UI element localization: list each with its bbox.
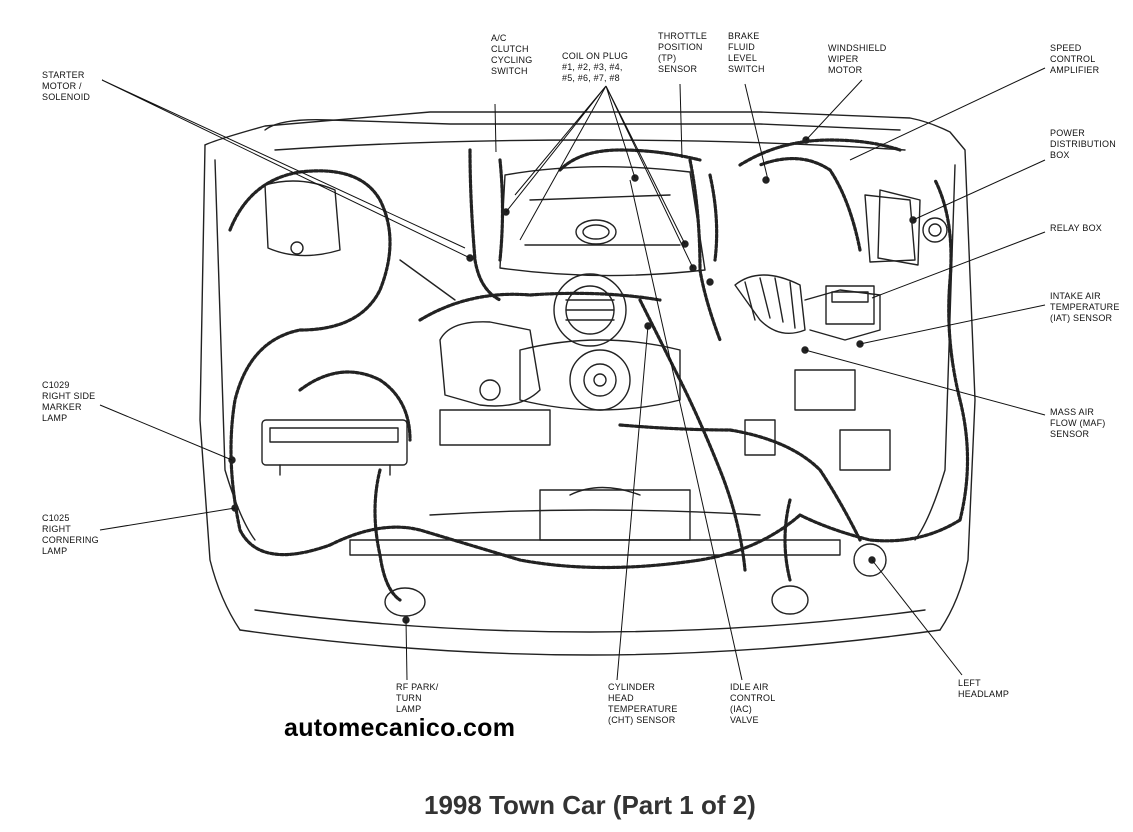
rf-headlamp: [384, 587, 426, 617]
coolant-reservoir: [439, 321, 541, 407]
leader-brake: [744, 83, 769, 181]
leader-iat: [859, 304, 1046, 345]
leader-cornering: [99, 507, 236, 531]
leader-power: [912, 159, 1046, 221]
leader-maf: [804, 349, 1046, 416]
leader-headlamp: [871, 559, 963, 676]
intake-manifold: [499, 165, 706, 277]
crank-pulley: [569, 349, 631, 411]
leader-starter: [101, 79, 471, 259]
body-outline: [204, 111, 976, 631]
leader-marker: [99, 404, 233, 461]
diagram-title: 1998 Town Car (Part 1 of 2): [424, 790, 756, 820]
air-intake-duct: [734, 274, 806, 334]
label-relay-box: RELAY BOX: [1050, 223, 1102, 233]
wiring-harness-main: [228, 169, 392, 557]
lf-headlamp: [771, 585, 809, 615]
leader-throttle: [679, 83, 683, 159]
leader-coil-plug: [505, 85, 694, 269]
firewall: [264, 119, 901, 131]
leader-speed: [849, 67, 1046, 161]
leader-ac-clutch: [494, 103, 497, 153]
power-distribution-box: [877, 189, 921, 266]
label-coil-plug: COIL ON PLUG#1, #2, #3, #4,#5, #6, #7, #…: [562, 51, 629, 83]
front-bumper: [239, 629, 941, 656]
battery: [261, 419, 408, 466]
alternator: [553, 273, 627, 347]
leader-wiper: [805, 79, 863, 141]
leader-iac: [629, 179, 743, 681]
leader-relay: [871, 231, 1046, 299]
relay-box: [825, 285, 875, 325]
leader-rf-park: [405, 619, 408, 681]
leader-cht: [616, 325, 649, 681]
watermark: automecanico.com: [284, 714, 516, 742]
